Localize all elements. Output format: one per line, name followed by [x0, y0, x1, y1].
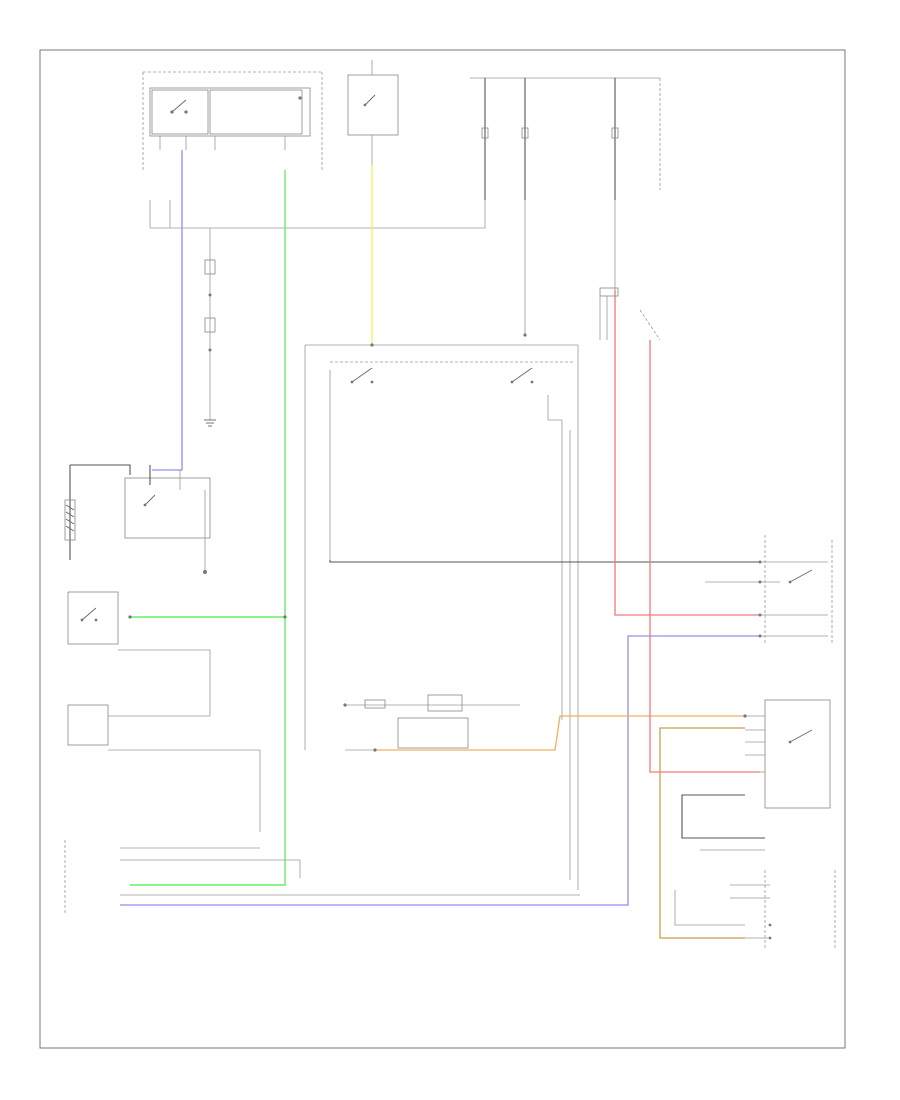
- left-connector-pair: [67, 704, 261, 832]
- right-upper-connector: [599, 287, 661, 341]
- orange-wire: [375, 715, 745, 751]
- connector-icon: [128, 333, 747, 752]
- left-sensor-box: [67, 591, 211, 717]
- diagram-border: [39, 49, 846, 1049]
- switch-contact-icon: [350, 367, 534, 384]
- right-relay-top: [705, 535, 833, 645]
- left-bottom-module: [64, 840, 580, 915]
- top-relay-box: [347, 60, 399, 165]
- red-wire-outer: [614, 290, 760, 616]
- top-left-switch-assembly: [142, 71, 323, 170]
- right-relay-bottom: [745, 699, 831, 809]
- switch-contact-icon: [170, 99, 188, 114]
- center-switch-block: [304, 344, 579, 890]
- right-bottom-module: [674, 794, 836, 950]
- left-relay-assembly: [64, 464, 211, 574]
- tan-wire: [659, 727, 745, 939]
- fuse-icon: [481, 127, 619, 139]
- center-lower-relay: [345, 694, 550, 751]
- blue-wire-lower: [120, 635, 760, 906]
- ground-icon: [204, 419, 216, 427]
- left-vertical-chain: [204, 228, 216, 427]
- dark-wire: [329, 560, 760, 563]
- blue-wire-upper: [152, 150, 183, 471]
- green-wire: [130, 170, 286, 886]
- red-wire-inner: [649, 340, 760, 773]
- top-fuse-bus: [470, 77, 661, 200]
